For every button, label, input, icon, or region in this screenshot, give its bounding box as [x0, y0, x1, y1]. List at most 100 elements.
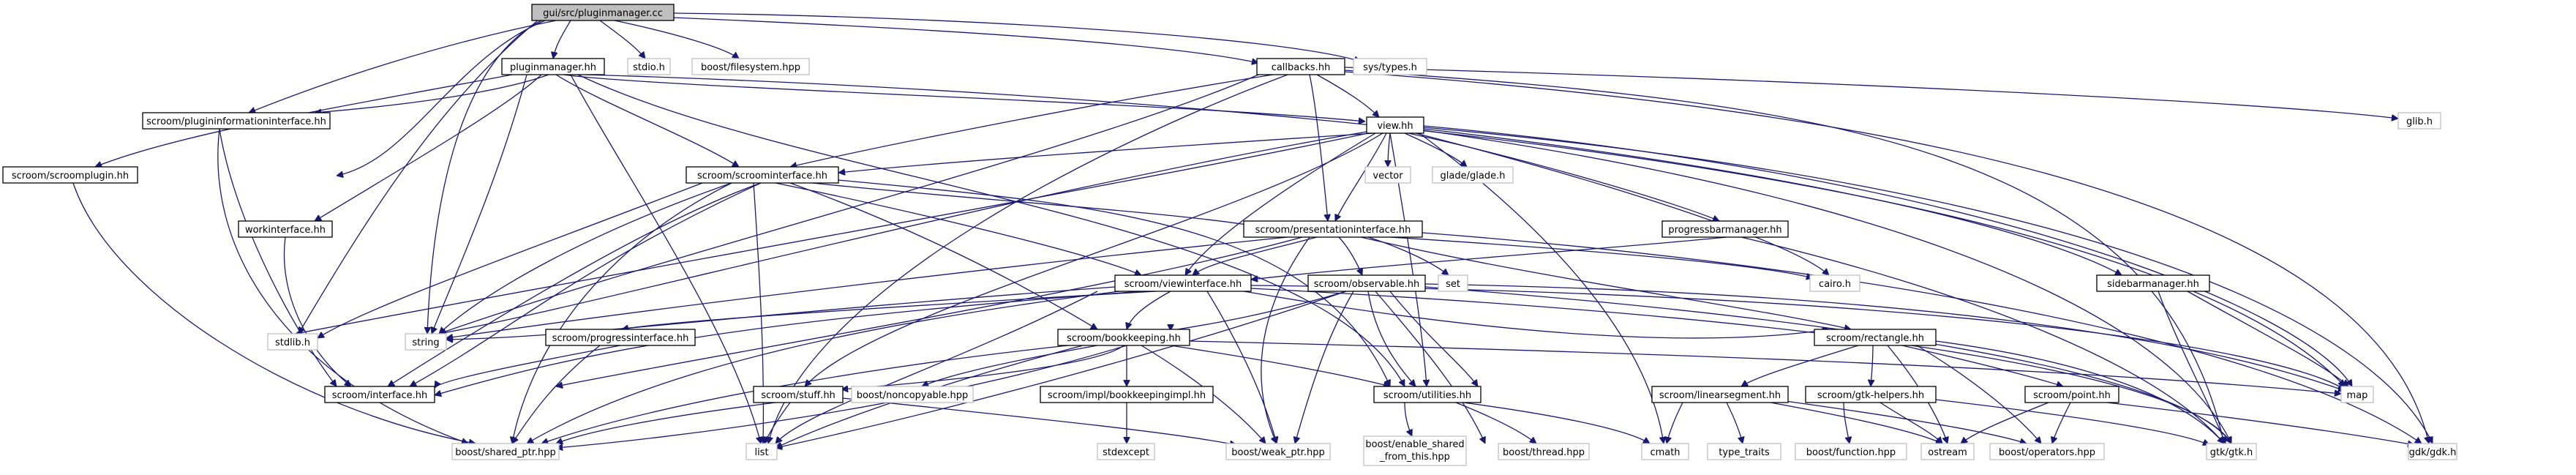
dependency-edge — [1424, 286, 2231, 444]
node-thread[interactable]: boost/thread.hpp — [1498, 443, 1590, 460]
dependency-edge-path — [315, 74, 549, 113]
node-boost-operators[interactable]: boost/operators.hpp — [1989, 443, 2105, 460]
dependency-edge-path — [563, 74, 1365, 121]
dependency-edge-path — [1423, 125, 2353, 386]
dependency-edge — [1462, 402, 1650, 444]
dependency-edge — [512, 345, 601, 444]
dependency-edge — [838, 132, 1375, 173]
dependency-edge-path — [1389, 236, 1813, 278]
node-scroomplugin[interactable]: scroom/scroomplugin.hh — [2, 166, 138, 184]
dependency-edge — [563, 74, 1365, 121]
node-utilities[interactable]: scroom/utilities.hh — [1373, 386, 1482, 403]
node-interface-hh[interactable]: scroom/interface.hh — [324, 386, 435, 403]
dependency-edge — [2158, 291, 2226, 444]
node-glade-h[interactable]: glade/glade.h — [1432, 166, 1514, 184]
dependency-edge-path — [599, 20, 645, 59]
dependency-edge-path — [1415, 132, 1829, 275]
node-label: boost/shared_ptr.hpp — [455, 447, 556, 458]
dependency-edge — [1316, 74, 1379, 117]
dependency-edge-path — [838, 179, 1390, 386]
node-sys-types-h[interactable]: sys/types.h — [1353, 58, 1427, 75]
node-stdlib-h[interactable]: stdlib.h — [267, 333, 318, 351]
node-bookkeeping[interactable]: scroom/bookkeeping.hh — [1057, 329, 1190, 346]
node-gtk-helpers[interactable]: scroom/gtk-helpers.hh — [1805, 386, 1937, 403]
node-label: scroom/presentationinterface.hh — [1255, 225, 1411, 236]
dependency-edge — [556, 236, 1303, 386]
dependency-edge — [1193, 236, 1318, 275]
node-gdk-h[interactable]: gdk/gdk.h — [2408, 443, 2457, 460]
node-observable[interactable]: scroom/observable.hh — [1307, 274, 1426, 292]
dependency-edge-path — [838, 132, 1375, 173]
dependency-edge — [1741, 345, 1859, 386]
node-enable-shared-from-this[interactable]: boost/enable_shared _from_this.hpp — [1363, 435, 1467, 466]
node-cairo-h[interactable]: cairo.h — [1809, 274, 1860, 292]
node-sidebarmanager[interactable]: sidebarmanager.hh — [2096, 274, 2210, 292]
node-noncopyable[interactable]: boost/noncopyable.hpp — [851, 386, 974, 403]
dependency-edge-path — [775, 182, 1141, 275]
dependency-edge-path — [1360, 236, 1851, 329]
node-shared-ptr[interactable]: boost/shared_ptr.hpp — [451, 443, 560, 460]
node-gtk-h[interactable]: gtk/gtk.h — [2206, 443, 2257, 460]
dependency-edge — [1295, 291, 1354, 444]
dependency-edge-path — [842, 397, 1236, 445]
node-boost-function[interactable]: boost/function.hpp — [1795, 443, 1907, 460]
node-progressinterface[interactable]: scroom/progressinterface.hh — [545, 329, 696, 346]
node-boost-filesystem[interactable]: boost/filesystem.hpp — [691, 58, 810, 75]
node-scroominterface[interactable]: scroom/scroominterface.hh — [686, 166, 839, 184]
node-bookkeepingimpl[interactable]: scroom/impl/bookkeepingimpl.hh — [1040, 386, 1214, 403]
node-vector[interactable]: vector — [1364, 166, 1411, 184]
dependency-edge-path — [1243, 291, 1829, 339]
node-set[interactable]: set — [1438, 274, 1468, 292]
node-label: scroom/scroomplugin.hh — [12, 171, 129, 182]
dependency-edge — [1843, 402, 1850, 444]
dependency-edge-path — [1424, 283, 2345, 391]
dependency-edge — [776, 291, 1098, 444]
dependency-edge — [1404, 402, 1412, 436]
node-map[interactable]: map — [2340, 386, 2374, 403]
dependency-edge — [1424, 283, 2345, 391]
node-glib-h[interactable]: glib.h — [2397, 112, 2441, 130]
dependency-edge-path — [1189, 340, 2341, 394]
dependency-edge-path — [570, 74, 761, 444]
node-view-hh[interactable]: view.hh — [1366, 116, 1424, 134]
dependency-edge-path — [410, 182, 762, 387]
node-ostream[interactable]: ostream — [1920, 443, 1975, 460]
node-label-line-2: _from_this.hpp — [1379, 452, 1450, 463]
node-weak-ptr[interactable]: boost/weak_ptr.hpp — [1225, 443, 1331, 460]
node-progressbarmanager[interactable]: progressbarmanager.hh — [1661, 220, 1789, 238]
node-pluginmanager-hh[interactable]: pluginmanager.hh — [501, 58, 605, 75]
node-cmath[interactable]: cmath — [1641, 443, 1689, 460]
node-workinterface[interactable]: workinterface.hh — [238, 220, 333, 238]
node-presentationinterface[interactable]: scroom/presentationinterface.hh — [1243, 220, 1423, 238]
dependency-edge-path — [789, 182, 1097, 330]
dependency-edges — [72, 12, 2433, 448]
dependency-edge-path — [1206, 291, 1277, 444]
dependency-edge-path — [922, 345, 1098, 386]
dependency-edge — [805, 132, 1383, 386]
node-plugininformationinterface[interactable]: scroom/plugininformationinterface.hh — [142, 112, 331, 130]
node-viewinterface[interactable]: scroom/viewinterface.hh — [1114, 274, 1252, 292]
dependency-edge — [1880, 402, 1942, 444]
node-string[interactable]: string — [405, 333, 447, 351]
node-point[interactable]: scroom/point.hh — [2024, 386, 2119, 403]
node-stdexcept[interactable]: stdexcept — [1097, 443, 1155, 460]
dependency-edge-path — [217, 128, 468, 444]
node-type-traits[interactable]: type_traits — [1707, 443, 1781, 460]
dependency-edge-path — [585, 74, 2345, 386]
node-linearsegment[interactable]: scroom/linearsegment.hh — [1651, 386, 1789, 403]
node-callbacks-hh[interactable]: callbacks.hh — [1256, 58, 1345, 75]
node-stuff[interactable]: scroom/stuff.hh — [753, 386, 844, 403]
node-rectangle[interactable]: scroom/rectangle.hh — [1814, 329, 1937, 346]
node-label: stdlib.h — [275, 337, 310, 348]
dependency-edge — [1770, 402, 1942, 444]
dependency-edge — [1901, 345, 2063, 386]
node-label: gdk/gdk.h — [2409, 447, 2457, 458]
node-list[interactable]: list — [746, 443, 778, 460]
dependency-edge — [296, 132, 1369, 334]
node-root-file[interactable]: gui/src/pluginmanager.cc — [531, 4, 675, 21]
node-label: sidebarmanager.hh — [2107, 279, 2199, 290]
dependency-edge-path — [672, 17, 1258, 63]
dependency-edge-path — [2106, 402, 2414, 445]
node-stdio-h[interactable]: stdio.h — [627, 58, 671, 75]
node-label: boost/filesystem.hpp — [701, 62, 800, 73]
